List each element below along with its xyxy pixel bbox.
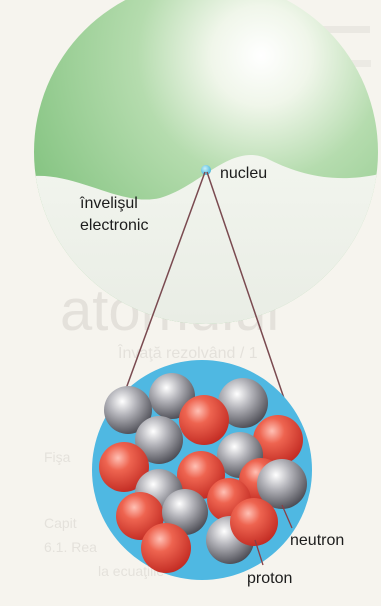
svg-text:Fişa: Fişa [44, 449, 71, 465]
proton-particle [141, 523, 191, 573]
nucleus-label: nucleu [220, 165, 267, 182]
svg-text:Învaţă rezolvând / 1: Învaţă rezolvând / 1 [117, 343, 258, 362]
proton-particle [179, 395, 229, 445]
proton-label: proton [247, 570, 292, 587]
svg-text:6.1. Rea: 6.1. Rea [44, 539, 97, 555]
nucleus-dot [201, 165, 211, 175]
proton-particle [230, 498, 278, 546]
neutron-label: neutron [290, 532, 344, 549]
electron-shell-label-line2: electronic [80, 217, 148, 234]
svg-text:Capit: Capit [44, 515, 77, 531]
electron-shell-label-line1: învelişul [79, 195, 138, 212]
nucleus-enlarged [92, 360, 312, 580]
